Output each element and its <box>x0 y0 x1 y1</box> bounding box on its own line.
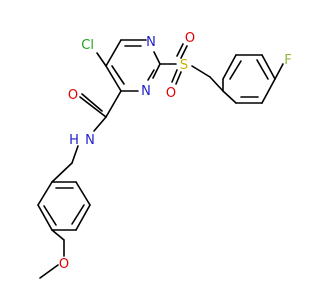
molecule-diagram: Cl F S O O O N H N N O <box>37 31 292 279</box>
methoxy-oxygen-label: O <box>59 257 69 272</box>
pyrimidine-nitrogen-bottom-label: N <box>141 84 151 99</box>
chlorine-label: Cl <box>81 38 94 53</box>
sulfonyl-group <box>159 43 224 92</box>
ring-to-o-bond <box>51 229 65 241</box>
sulfonyl-oxygen-bottom-label: O <box>166 86 176 101</box>
carbonyl-oxygen-label: O <box>68 88 78 103</box>
c-cl-bond <box>96 52 107 67</box>
methyl-bond <box>39 264 59 279</box>
pyrimidine-ring <box>105 39 161 92</box>
amide-hydrogen-label: H <box>69 133 79 148</box>
pyrimidine-nitrogen-top-label: N <box>146 35 156 50</box>
molecule-structure: Cl F S O O O N H N N O <box>37 31 292 279</box>
methoxybenzene-ring <box>37 162 91 231</box>
sulfonyl-oxygen-top-label: O <box>185 31 195 46</box>
sulfur-label: S <box>180 58 188 73</box>
fluorine-label: F <box>284 53 291 68</box>
amide-nitrogen-label: N <box>85 133 95 148</box>
fluorobenzene-ring <box>222 54 276 104</box>
c-f-bond <box>274 63 284 80</box>
amide-group <box>71 90 122 164</box>
